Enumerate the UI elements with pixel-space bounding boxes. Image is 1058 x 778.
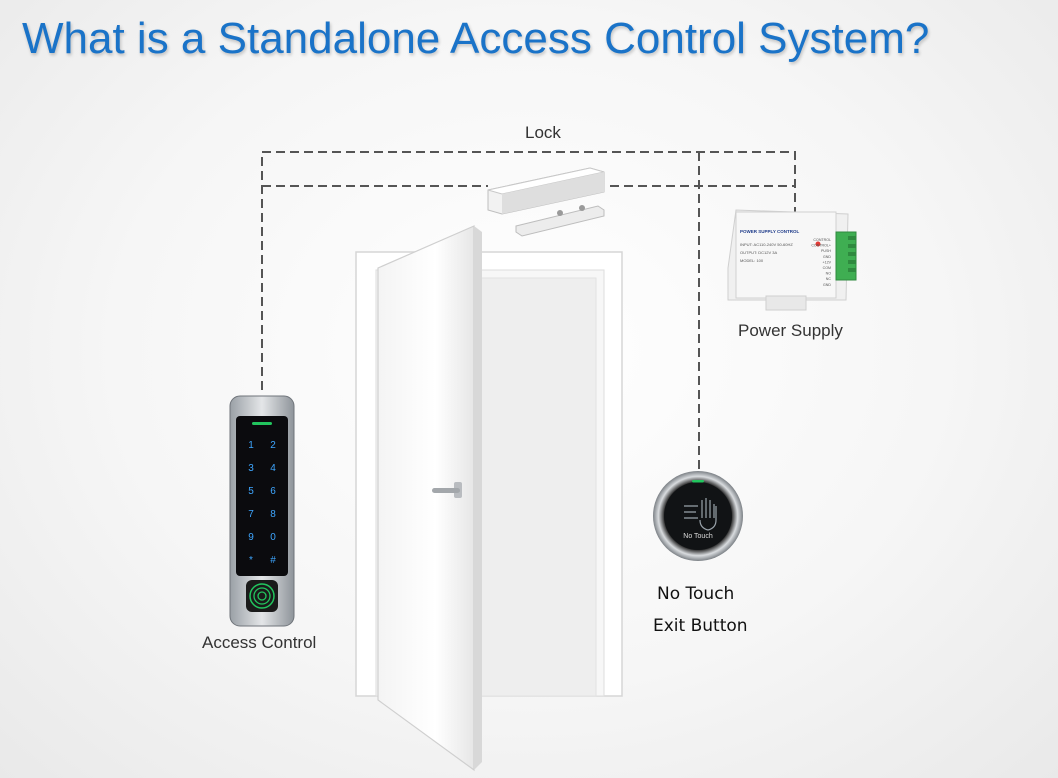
wiring [261, 151, 796, 470]
exit-button-device: No Touch [653, 471, 743, 561]
power-supply-heading: POWER SUPPLY CONTROL [740, 229, 800, 234]
keypad-key: 0 [270, 532, 276, 543]
exit-button-text: No Touch [683, 533, 713, 540]
power-supply-terminal-label: NO [826, 272, 832, 276]
keypad-key: 8 [270, 509, 276, 520]
fingerprint-icon [246, 580, 278, 612]
power-supply-unit: POWER SUPPLY CONTROL INPUT: AC110-240V 5… [727, 209, 857, 311]
keypad-key: * [249, 555, 253, 566]
power-supply-label: Power Supply [738, 321, 843, 340]
power-supply-terminal-label: CONTROL [813, 238, 831, 242]
power-supply-line: OUTPUT: DC12V 3A [740, 250, 777, 255]
keypad-key: 6 [270, 486, 276, 497]
power-supply-terminal-label: +12V [823, 260, 832, 264]
power-supply-terminal-label: GND [823, 283, 831, 287]
power-supply-terminal-label: COM [823, 266, 831, 270]
exit-button-label-line1: No Touch [657, 584, 735, 604]
keypad-keys: 1 2 3 4 5 6 7 8 9 0 * # [248, 440, 276, 566]
keypad-key: 4 [270, 463, 276, 474]
lock-label: Lock [525, 123, 561, 142]
door-handle [432, 482, 462, 498]
power-supply-terminal-label: CONTROL+ [811, 244, 831, 248]
keypad-key: # [270, 555, 276, 566]
keypad-key: 9 [248, 532, 254, 543]
power-supply-terminal-label: GND [823, 255, 831, 259]
keypad-key: 5 [248, 486, 254, 497]
keypad-key: 2 [270, 440, 276, 451]
exit-button-label-line2: Exit Button [653, 616, 748, 636]
page-title: What is a Standalone Access Control Syst… [22, 14, 930, 63]
access-control-device: 1 2 3 4 5 6 7 8 9 0 * # [229, 395, 295, 627]
keypad-key: 1 [248, 440, 254, 451]
magnetic-lock [487, 167, 605, 237]
door [377, 225, 482, 772]
hand-icon [684, 498, 717, 531]
power-supply-line: MODEL: 100 [740, 258, 764, 263]
access-control-label: Access Control [202, 633, 317, 652]
keypad-key: 7 [248, 509, 254, 520]
power-supply-terminal-label: NC [826, 277, 832, 281]
power-supply-line: INPUT: AC110-240V 50-60HZ [740, 242, 793, 247]
power-supply-terminal-label: PUSH [821, 249, 831, 253]
keypad-key: 3 [248, 463, 254, 474]
